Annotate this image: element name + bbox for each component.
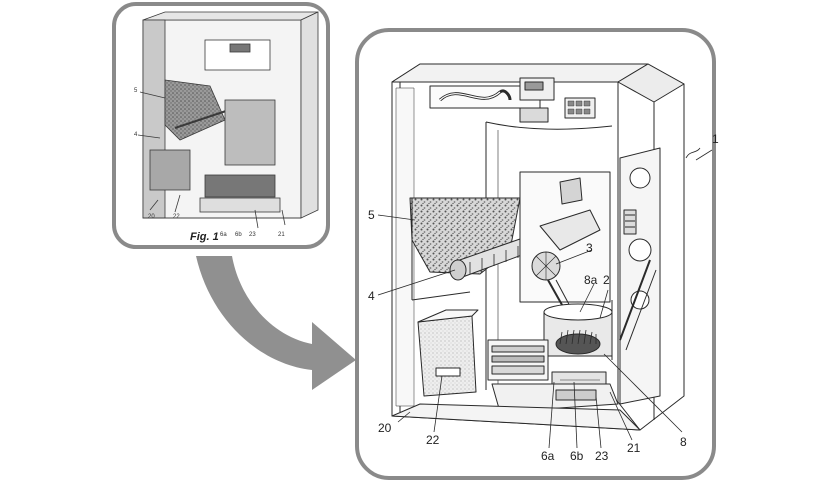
svg-text:23: 23 — [249, 232, 256, 238]
svg-text:22: 22 — [173, 214, 180, 220]
callout-2: 2 — [603, 273, 610, 287]
callout-22: 22 — [426, 433, 440, 447]
callout-6b: 6b — [570, 449, 584, 463]
thumbnail-panel: 5 4 20 22 6a 6b 23 21 Fig. 1 — [114, 4, 328, 247]
svg-text:6b: 6b — [235, 232, 242, 238]
thumbnail-caption: Fig. 1 — [190, 231, 219, 243]
heat-exchanger-side — [620, 148, 660, 404]
callout-20: 20 — [378, 421, 392, 435]
svg-text:20: 20 — [148, 214, 155, 220]
callout-5: 5 — [368, 208, 375, 222]
callout-3: 3 — [586, 241, 593, 255]
callout-1: 1 — [712, 132, 719, 146]
ash-box — [418, 310, 478, 396]
callout-4: 4 — [368, 289, 375, 303]
burner-pot — [544, 300, 612, 360]
callout-8a: 8a — [584, 273, 598, 287]
curved-arrow-icon — [196, 256, 356, 390]
thumbnail-drawing — [138, 12, 318, 228]
callout-6a: 6a — [541, 449, 555, 463]
svg-text:21: 21 — [278, 232, 285, 238]
callout-23: 23 — [595, 449, 609, 463]
callout-8: 8 — [680, 435, 687, 449]
callout-21: 21 — [627, 441, 641, 455]
fuel-chute — [520, 172, 610, 312]
svg-text:6a: 6a — [220, 232, 227, 238]
boiler-drawing — [392, 64, 684, 430]
